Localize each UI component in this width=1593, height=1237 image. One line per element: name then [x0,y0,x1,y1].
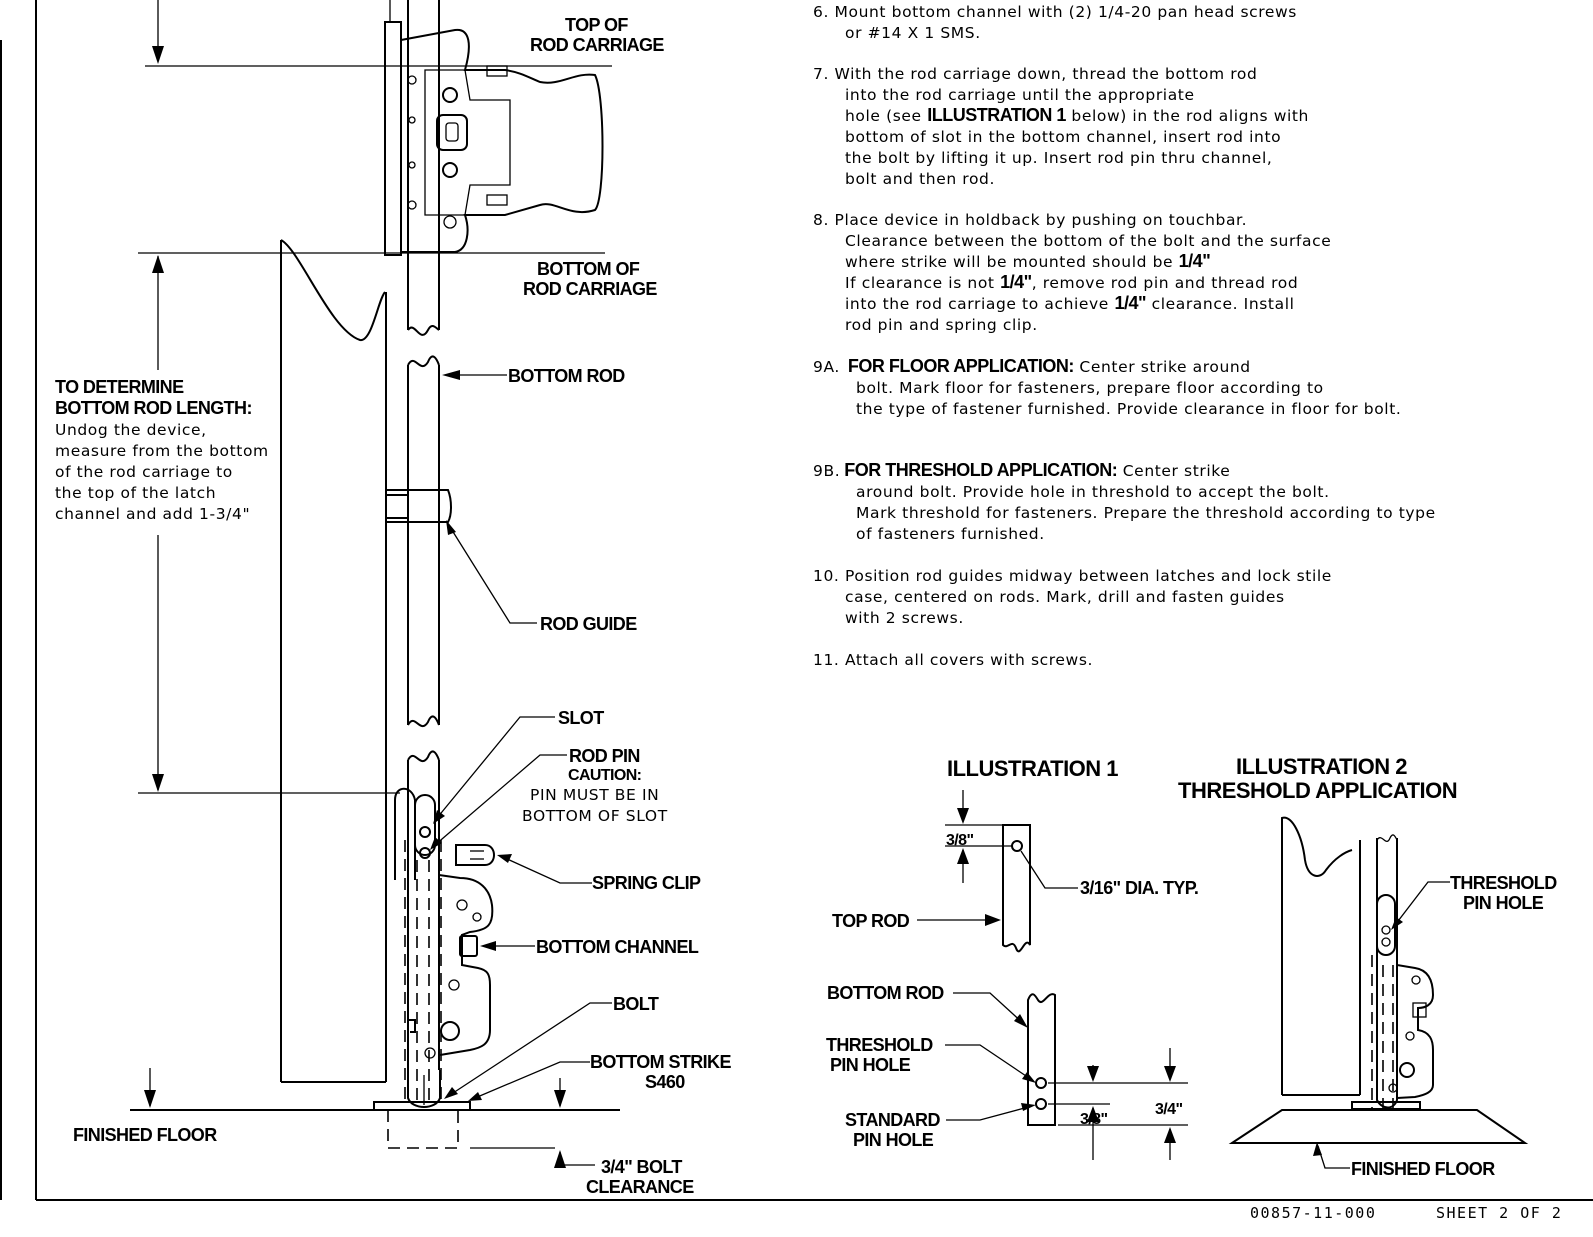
finished-floor-label: FINISHED FLOOR [73,1125,217,1145]
step-9a-line-2: bolt. Mark floor for fasteners, prepare … [856,379,1324,397]
step-9b-line-3: Mark threshold for fasteners. Prepare th… [856,504,1436,522]
top-of-rod-carriage-label-2: ROD CARRIAGE [530,35,664,55]
step-9b-line-1: 9B.FOR THRESHOLD APPLICATION: Center str… [813,460,1230,480]
illustration-2-title-1: ILLUSTRATION 2 [1236,754,1407,779]
step-7-line-2: into the rod carriage until the appropri… [845,86,1195,104]
bottom-rod-label: BOTTOM ROD [508,366,625,386]
illustration-2-threshold-pin-label-1: THRESHOLD [1450,873,1557,893]
caution-text-1: PIN MUST BE IN [530,786,659,804]
bottom-strike-label-2: S460 [645,1072,685,1092]
rod-guide-label: ROD GUIDE [540,614,637,634]
illustration-2-finished-floor-label: FINISHED FLOOR [1351,1159,1495,1179]
top-of-rod-carriage-label-1: TOP OF [565,15,628,35]
step-7-line-1: 7. With the rod carriage down, thread th… [813,65,1257,83]
step-9b-line-2: around bolt. Provide hole in threshold t… [856,483,1330,501]
step-8-line-1: 8. Place device in holdback by pushing o… [813,211,1247,229]
step-10-line-3: with 2 screws. [845,609,964,627]
title-block: 00857-11-000 SHEET 2 OF 2 [1250,1204,1562,1222]
determine-heading-1: TO DETERMINE [55,377,184,397]
step-8-line-5: into the rod carriage to achieve 1/4" cl… [845,293,1295,313]
spring-clip-label: SPRING CLIP [592,873,701,893]
step-7-line-3: hole (see ILLUSTRATION 1 below) in the r… [845,105,1309,125]
illustration-1-threshold-pin-label-2: PIN HOLE [830,1055,911,1075]
step-7-line-6: bolt and then rod. [845,170,995,188]
illustration-1-drawing [917,790,1188,1160]
step-11-line-1: 11. Attach all covers with screws. [813,651,1093,669]
caution-label: CAUTION: [568,767,641,784]
illustration-1-bottom-rod-label: BOTTOM ROD [827,983,944,1003]
determine-body-1: Undog the device, [55,421,207,439]
bolt-clearance-label-2: CLEARANCE [586,1177,694,1197]
determine-body-3: of the rod carriage to [55,463,233,481]
step-8-line-3: where strike will be mounted should be 1… [845,251,1210,271]
bolt-clearance-label-1: 3/4" BOLT [601,1157,682,1177]
illustration-2-threshold-pin-label-2: PIN HOLE [1463,893,1544,913]
rod-pin-label: ROD PIN [569,746,640,766]
bolt-label: BOLT [613,994,659,1014]
determine-body-5: channel and add 1-3/4" [55,505,250,523]
main-drawing-labels: TOP OF ROD CARRIAGE BOTTOM OF ROD CARRIA… [55,15,732,1197]
illustration-1-dia-label: 3/16" DIA. TYP. [1080,878,1198,898]
illustration-1-standard-pin-label-1: STANDARD [845,1110,940,1130]
illustration-1-title: ILLUSTRATION 1 [947,756,1118,781]
bottom-channel-label: BOTTOM CHANNEL [536,937,699,957]
step-8-line-4: If clearance is not 1/4", remove rod pin… [845,272,1298,292]
step-9a-line-1: 9A.FOR FLOOR APPLICATION: Center strike … [813,356,1251,376]
caution-text-2: BOTTOM OF SLOT [522,807,668,825]
bottom-of-rod-carriage-label-1: BOTTOM OF [537,259,640,279]
illustration-1-standard-pin-label-2: PIN HOLE [853,1130,934,1150]
illustration-1-threshold-pin-label-1: THRESHOLD [826,1035,933,1055]
step-8-line-6: rod pin and spring clip. [845,316,1038,334]
illustration-2-drawing [1228,816,1529,1169]
step-6-line-2: or #14 X 1 SMS. [845,24,981,42]
determine-heading-2: BOTTOM ROD LENGTH: [55,398,252,418]
determine-body-2: measure from the bottom [55,442,269,460]
illustration-1-dim-34: 3/4" [1155,1101,1182,1118]
step-10-line-1: 10. Position rod guides midway between l… [813,567,1332,585]
illustration-1-dim-38: 3/8" [1080,1111,1107,1128]
step-8-line-2: Clearance between the bottom of the bolt… [845,232,1331,250]
illustration-labels: ILLUSTRATION 1 3/8" 3/16" DIA. TYP. TOP … [826,754,1558,1179]
step-6-line-1: 6. Mount bottom channel with (2) 1/4-20 … [813,3,1297,21]
step-9a-line-3: the type of fastener furnished. Provide … [856,400,1401,418]
bottom-of-rod-carriage-label-2: ROD CARRIAGE [523,279,657,299]
illustration-1-top-rod-label: TOP ROD [832,911,910,931]
determine-body-4: the top of the latch [55,484,216,502]
step-10-line-2: case, centered on rods. Mark, drill and … [845,588,1285,606]
main-assembly-drawing [130,0,620,1168]
illustration-1-dim-top: 3/8" [946,832,973,849]
instruction-steps: 6. Mount bottom channel with (2) 1/4-20 … [813,3,1436,669]
bottom-strike-label-1: BOTTOM STRIKE [590,1052,731,1072]
step-7-line-5: the bolt by lifting it up. Insert rod pi… [845,149,1272,167]
sheet-number: SHEET 2 OF 2 [1436,1204,1562,1222]
drawing-border [0,0,1593,1201]
illustration-2-title-2: THRESHOLD APPLICATION [1178,778,1457,803]
drawing-number: 00857-11-000 [1250,1204,1376,1222]
slot-label: SLOT [558,708,604,728]
step-7-line-4: bottom of slot in the bottom channel, in… [845,128,1281,146]
step-9b-line-4: of fasteners furnished. [856,525,1045,543]
